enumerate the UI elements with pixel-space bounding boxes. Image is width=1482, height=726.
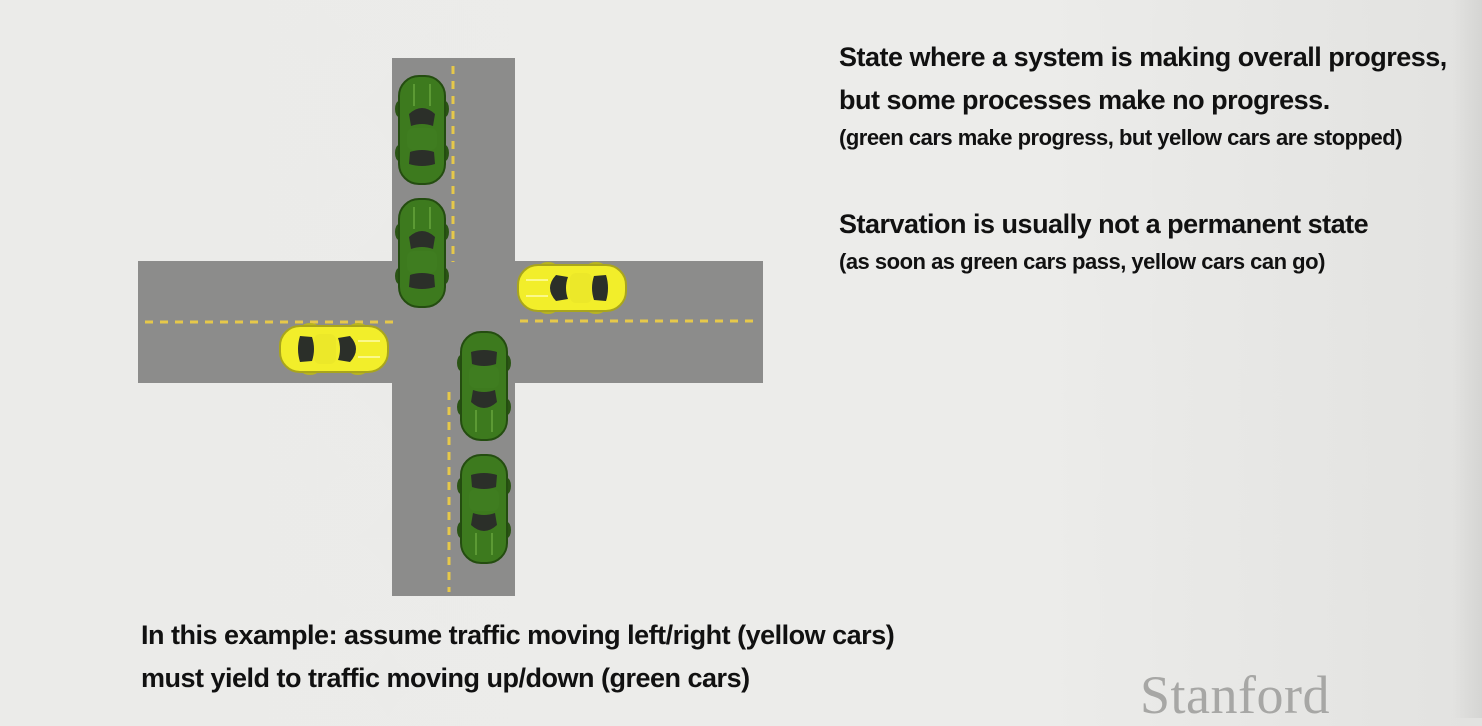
- definition-line-2: but some processes make no progress.: [839, 85, 1330, 115]
- lane-markings: [145, 66, 758, 592]
- road-horizontal: [138, 261, 763, 383]
- definition-note: (green cars make progress, but yellow ca…: [839, 125, 1403, 150]
- example-line-2: must yield to traffic moving up/down (gr…: [141, 663, 750, 693]
- note-line-2: (as soon as green cars pass, yellow cars…: [839, 249, 1325, 274]
- yellow-car-right: [517, 262, 627, 314]
- green-car-upper: [395, 198, 449, 308]
- edge-shade: [1452, 0, 1482, 718]
- definition-line-1: State where a system is making overall p…: [839, 42, 1447, 72]
- green-car-top: [395, 75, 449, 185]
- example-explanation: In this example: assume traffic moving l…: [141, 614, 895, 700]
- stanford-logo: Stanford: [1140, 665, 1330, 725]
- yellow-car-left: [279, 323, 389, 375]
- starvation-definition: State where a system is making overall p…: [839, 36, 1447, 154]
- green-car-lower: [457, 331, 511, 441]
- green-car-bottom: [457, 454, 511, 564]
- starvation-note: Starvation is usually not a permanent st…: [839, 203, 1369, 278]
- example-line-1: In this example: assume traffic moving l…: [141, 620, 895, 650]
- note-line-1: Starvation is usually not a permanent st…: [839, 209, 1369, 239]
- intersection-diagram: [138, 58, 763, 596]
